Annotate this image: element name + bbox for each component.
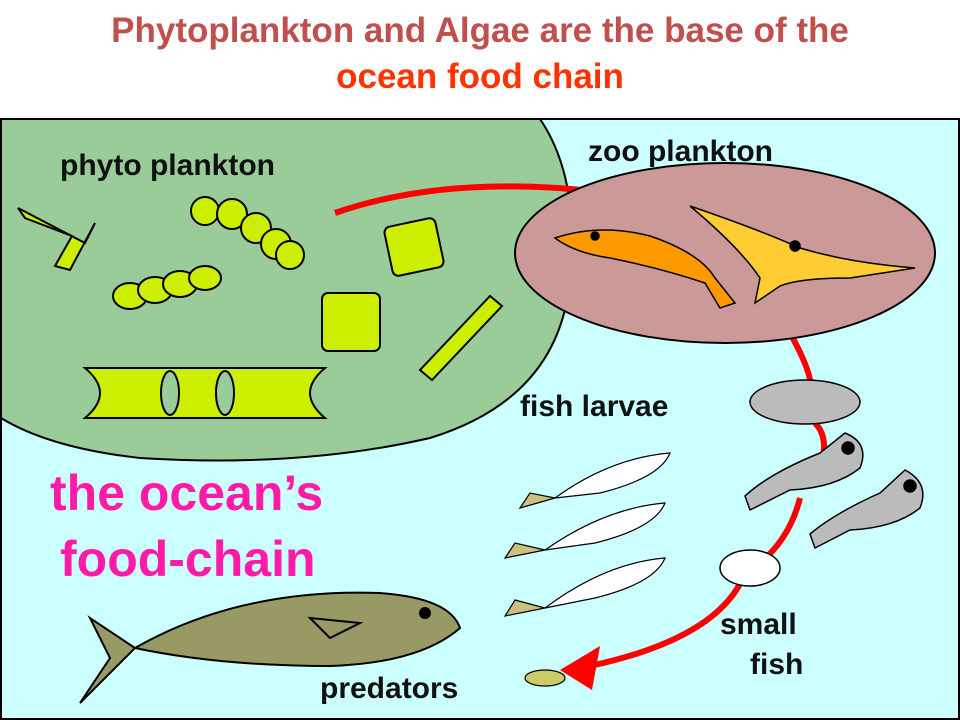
phyto-cells: [17, 196, 504, 419]
shrimp-orange: [553, 229, 737, 309]
arrow-head: [560, 646, 600, 690]
chevron-cell: [17, 207, 96, 272]
label-fish-larvae: fish larvae: [520, 390, 668, 423]
label-phyto-plankton: phyto plankton: [60, 149, 275, 182]
square-cell-left: [321, 292, 381, 352]
food-chain-arrow-top: [334, 183, 611, 216]
title-line-1: Phytoplankton and Algae are the base of …: [111, 11, 849, 50]
chain-cell-upper: [190, 196, 305, 270]
square-cell-right: [383, 217, 445, 277]
big-label-line-1: the ocean’s: [50, 465, 323, 521]
zoo-region: [514, 162, 936, 344]
title-line-2: ocean food chain: [336, 57, 624, 96]
chain-cell-lower: [112, 265, 222, 310]
larvae-region: [749, 379, 861, 425]
label-predators: predators: [320, 672, 458, 705]
zooplankton-shrimps: [553, 205, 916, 309]
food-chain-diagram: phyto plankton zoo plankton fish larvae …: [0, 118, 960, 720]
label-fish: fish: [750, 648, 803, 681]
rod-cell: [418, 294, 504, 382]
small-fish-egg: [719, 549, 781, 587]
diatom-hole-2: [215, 370, 235, 416]
shrimp-yellow: [689, 205, 916, 305]
diatom-hole-1: [160, 370, 180, 416]
label-small: small: [720, 608, 797, 641]
label-zoo-plankton: zoo plankton: [588, 135, 773, 168]
predator-fish: [79, 591, 462, 704]
diatom-cell: [82, 367, 328, 419]
fish-larvae: [744, 432, 924, 550]
slide-title: Phytoplankton and Algae are the base of …: [0, 8, 960, 100]
predator-egg: [524, 669, 566, 687]
food-chain-arrow-bottom: [589, 571, 748, 669]
small-fish-school: [503, 452, 671, 617]
big-label-line-2: food-chain: [60, 531, 316, 587]
